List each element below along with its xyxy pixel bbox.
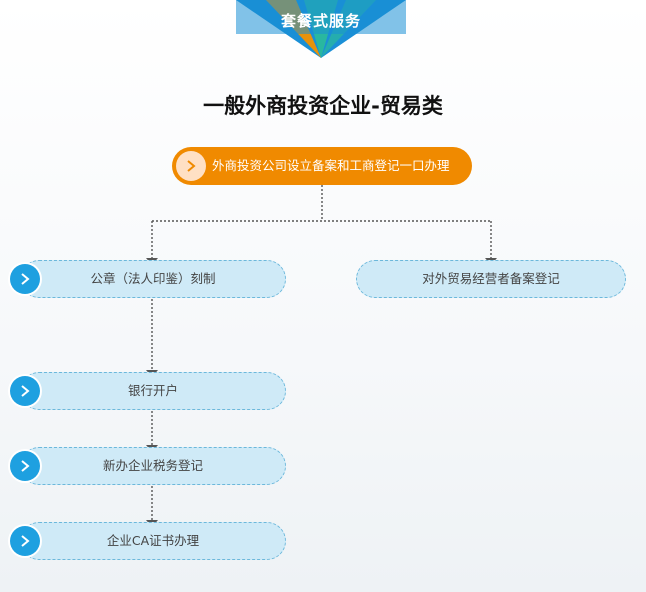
step-main-registration[interactable]: 外商投资公司设立备案和工商登记一口办理 — [172, 147, 472, 185]
chevron-right-icon — [10, 526, 40, 556]
ribbon-label: 套餐式服务 — [280, 12, 361, 30]
chevron-right-icon — [10, 264, 40, 294]
step-label: 外商投资公司设立备案和工商登记一口办理 — [212, 158, 450, 173]
step-label: 银行开户 — [127, 383, 178, 398]
step-seal[interactable]: 公章（法人印鉴）刻制 — [20, 260, 286, 298]
step-label: 公章（法人印鉴）刻制 — [90, 271, 216, 286]
step-ca-certificate[interactable]: 企业CA证书办理 — [20, 522, 286, 560]
chevron-right-icon — [10, 376, 40, 406]
ribbon-banner — [236, 0, 406, 58]
step-foreign-trade[interactable]: 对外贸易经营者备案登记 — [356, 260, 626, 298]
page-title: 一般外商投资企业-贸易类 — [203, 94, 443, 118]
step-label: 新办企业税务登记 — [102, 458, 203, 473]
step-bank-account[interactable]: 银行开户 — [20, 372, 286, 410]
chevron-right-icon — [10, 451, 40, 481]
chevron-right-icon — [176, 151, 206, 181]
step-label: 企业CA证书办理 — [106, 533, 200, 548]
step-label: 对外贸易经营者备案登记 — [422, 271, 560, 286]
step-tax-registration[interactable]: 新办企业税务登记 — [20, 447, 286, 485]
